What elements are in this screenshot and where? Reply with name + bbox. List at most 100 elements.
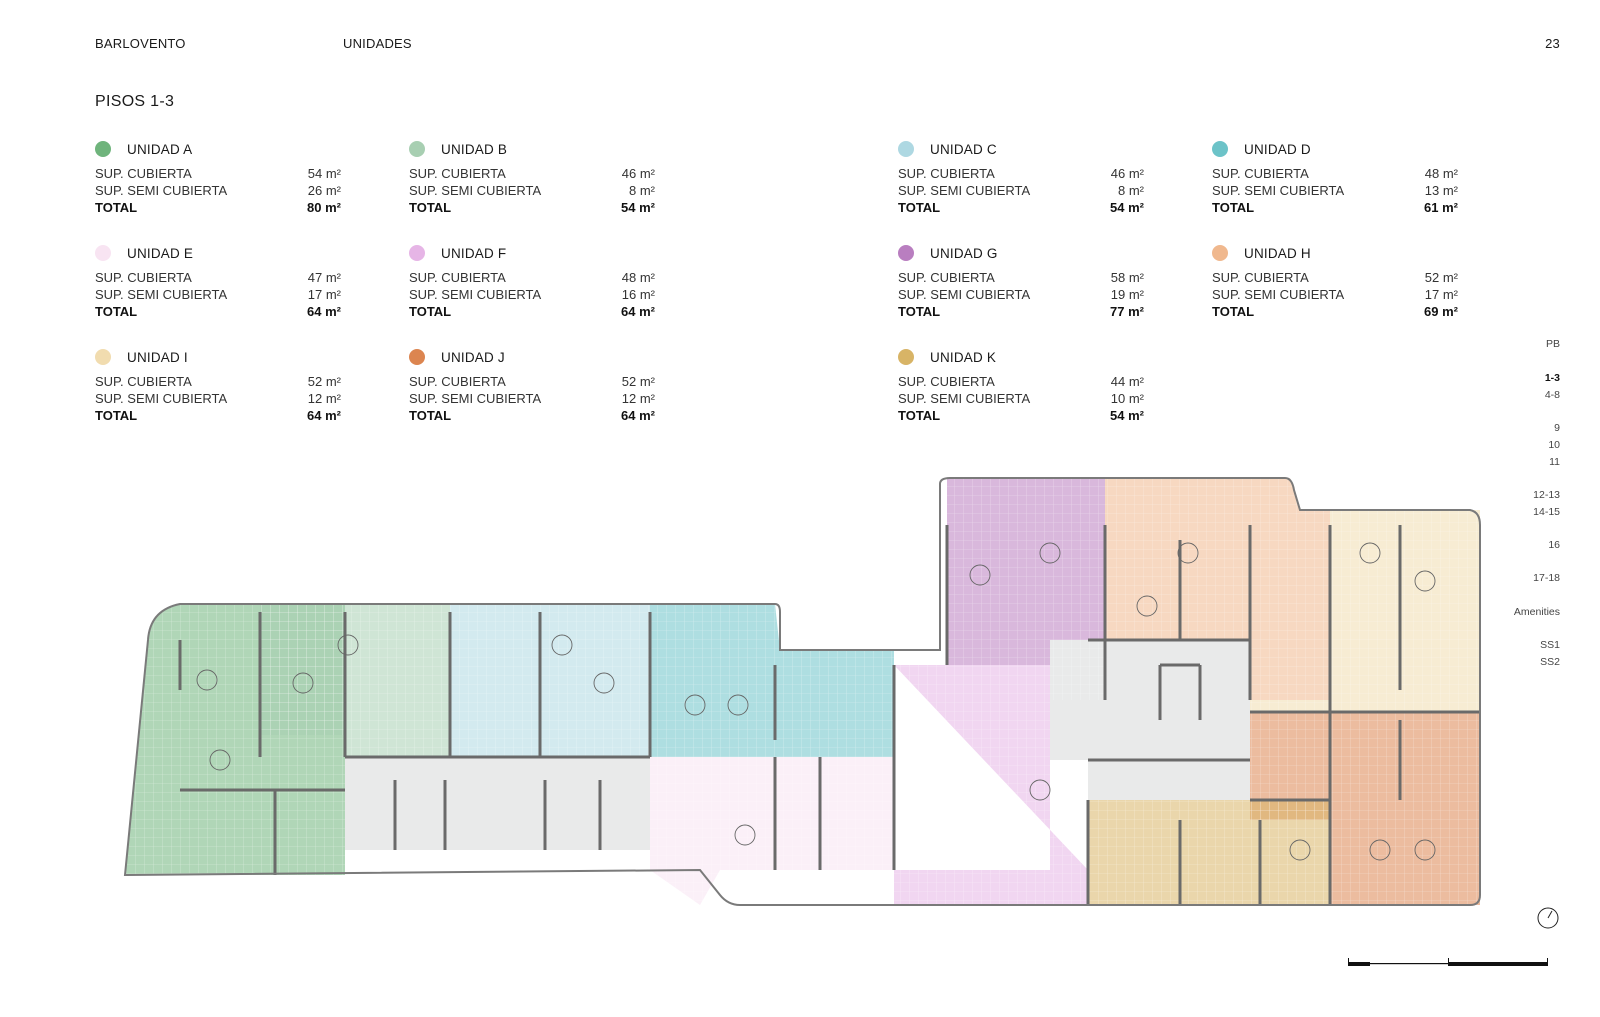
- floor-link[interactable]: 1-3: [1544, 372, 1560, 384]
- plan-zone-texture: [1250, 510, 1480, 712]
- area-row: SUP. SEMI CUBIERTA 12 m²: [95, 390, 341, 407]
- unit-color-dot: [409, 141, 425, 157]
- area-label: SUP. CUBIERTA: [1212, 166, 1309, 181]
- table-symbol: [551, 634, 573, 656]
- unit-card: UNIDAD J SUP. CUBIERTA 52 m² SUP. SEMI C…: [409, 347, 655, 424]
- area-row: SUP. SEMI CUBIERTA 8 m²: [409, 182, 655, 199]
- area-total-row: TOTAL 54 m²: [898, 199, 1144, 216]
- area-row: SUP. SEMI CUBIERTA 19 m²: [898, 286, 1144, 303]
- plan-zone-texture: [947, 478, 1105, 700]
- area-value: 44 m²: [1110, 374, 1144, 389]
- area-value: 46 m²: [621, 166, 655, 181]
- unit-color-dot: [409, 349, 425, 365]
- floor-link[interactable]: 11: [1549, 456, 1560, 468]
- area-label: SUP. SEMI CUBIERTA: [898, 183, 1031, 198]
- page-number: 23: [1545, 36, 1560, 51]
- total-value: 64 m²: [621, 408, 655, 423]
- unit-header: UNIDAD I: [95, 347, 341, 367]
- floor-link[interactable]: SS1: [1540, 639, 1560, 651]
- area-value: 58 m²: [1110, 270, 1144, 285]
- area-label: SUP. SEMI CUBIERTA: [95, 287, 228, 302]
- area-value: 8 m²: [629, 183, 655, 198]
- area-label: SUP. SEMI CUBIERTA: [898, 391, 1031, 406]
- table-symbol: [684, 694, 706, 716]
- table-symbol: [1039, 542, 1061, 564]
- area-row: SUP. SEMI CUBIERTA 17 m²: [95, 286, 341, 303]
- area-value: 17 m²: [307, 287, 341, 302]
- floor-link[interactable]: 17-18: [1533, 572, 1560, 584]
- area-value: 12 m²: [621, 391, 655, 406]
- table-symbol: [1289, 839, 1311, 861]
- area-label: SUP. CUBIERTA: [1212, 270, 1309, 285]
- unit-header: UNIDAD J: [409, 347, 655, 367]
- floor-link[interactable]: SS2: [1540, 656, 1560, 668]
- plan-zone-texture: [894, 665, 1088, 905]
- unit-color-dot: [95, 245, 111, 261]
- total-label: TOTAL: [898, 408, 941, 423]
- total-label: TOTAL: [898, 200, 941, 215]
- unit-legend: UNIDAD A SUP. CUBIERTA 54 m² SUP. SEMI C…: [0, 0, 1600, 450]
- unit-name: UNIDAD E: [127, 245, 194, 261]
- floor-link[interactable]: 10: [1548, 439, 1560, 451]
- total-value: 64 m²: [307, 408, 341, 423]
- table-symbol: [1177, 542, 1199, 564]
- table-symbol: [292, 672, 314, 694]
- area-row: SUP. CUBIERTA 52 m²: [409, 373, 655, 390]
- unit-name: UNIDAD H: [1244, 245, 1311, 261]
- total-label: TOTAL: [1212, 304, 1255, 319]
- unit-card: UNIDAD I SUP. CUBIERTA 52 m² SUP. SEMI C…: [95, 347, 341, 424]
- area-value: 17 m²: [1424, 287, 1458, 302]
- total-label: TOTAL: [409, 200, 452, 215]
- plan-zone-texture: [1105, 478, 1330, 700]
- table-symbol: [1359, 542, 1381, 564]
- area-label: SUP. CUBIERTA: [95, 270, 192, 285]
- unit-card: UNIDAD H SUP. CUBIERTA 52 m² SUP. SEMI C…: [1212, 243, 1458, 320]
- building-outline: [123, 477, 1481, 906]
- area-value: 8 m²: [1118, 183, 1144, 198]
- area-value: 46 m²: [1110, 166, 1144, 181]
- area-row: SUP. CUBIERTA 48 m²: [1212, 165, 1458, 182]
- area-total-row: TOTAL 64 m²: [409, 303, 655, 320]
- area-row: SUP. CUBIERTA 52 m²: [1212, 269, 1458, 286]
- area-label: SUP. CUBIERTA: [409, 166, 506, 181]
- unit-color-dot: [1212, 141, 1228, 157]
- floor-link[interactable]: 12-13: [1533, 489, 1560, 501]
- unit-name: UNIDAD I: [127, 349, 188, 365]
- unit-name: UNIDAD K: [930, 349, 997, 365]
- floor-link[interactable]: 16: [1548, 539, 1560, 551]
- total-value: 64 m²: [621, 304, 655, 319]
- unit-name: UNIDAD D: [1244, 141, 1311, 157]
- plan-zone-texture: [450, 604, 650, 757]
- area-value: 12 m²: [307, 391, 341, 406]
- area-total-row: TOTAL 80 m²: [95, 199, 341, 216]
- total-value: 61 m²: [1424, 200, 1458, 215]
- total-value: 54 m²: [1110, 200, 1144, 215]
- floor-link[interactable]: Amenities: [1513, 606, 1560, 618]
- floor-link[interactable]: 4-8: [1544, 389, 1560, 401]
- unit-card: UNIDAD E SUP. CUBIERTA 47 m² SUP. SEMI C…: [95, 243, 341, 320]
- scale-bar-icon: [1348, 958, 1548, 966]
- area-value: 48 m²: [621, 270, 655, 285]
- table-symbol: [727, 694, 749, 716]
- floor-link[interactable]: 14-15: [1533, 506, 1560, 518]
- floor-link[interactable]: 9: [1554, 422, 1560, 434]
- total-value: 69 m²: [1424, 304, 1458, 319]
- unit-header: UNIDAD F: [409, 243, 655, 263]
- unit-header: UNIDAD K: [898, 347, 1144, 367]
- table-symbol: [593, 672, 615, 694]
- area-label: SUP. CUBIERTA: [898, 270, 995, 285]
- area-total-row: TOTAL 54 m²: [409, 199, 655, 216]
- area-value: 16 m²: [621, 287, 655, 302]
- section-label: UNIDADES: [343, 36, 412, 51]
- unit-header: UNIDAD D: [1212, 139, 1458, 159]
- area-label: SUP. SEMI CUBIERTA: [409, 391, 542, 406]
- area-label: SUP. CUBIERTA: [409, 270, 506, 285]
- area-label: SUP. CUBIERTA: [898, 374, 995, 389]
- unit-name: UNIDAD A: [127, 141, 193, 157]
- total-value: 80 m²: [307, 200, 341, 215]
- area-total-row: TOTAL 77 m²: [898, 303, 1144, 320]
- floor-link[interactable]: PB: [1545, 338, 1560, 350]
- area-row: SUP. SEMI CUBIERTA 12 m²: [409, 390, 655, 407]
- area-value: 26 m²: [307, 183, 341, 198]
